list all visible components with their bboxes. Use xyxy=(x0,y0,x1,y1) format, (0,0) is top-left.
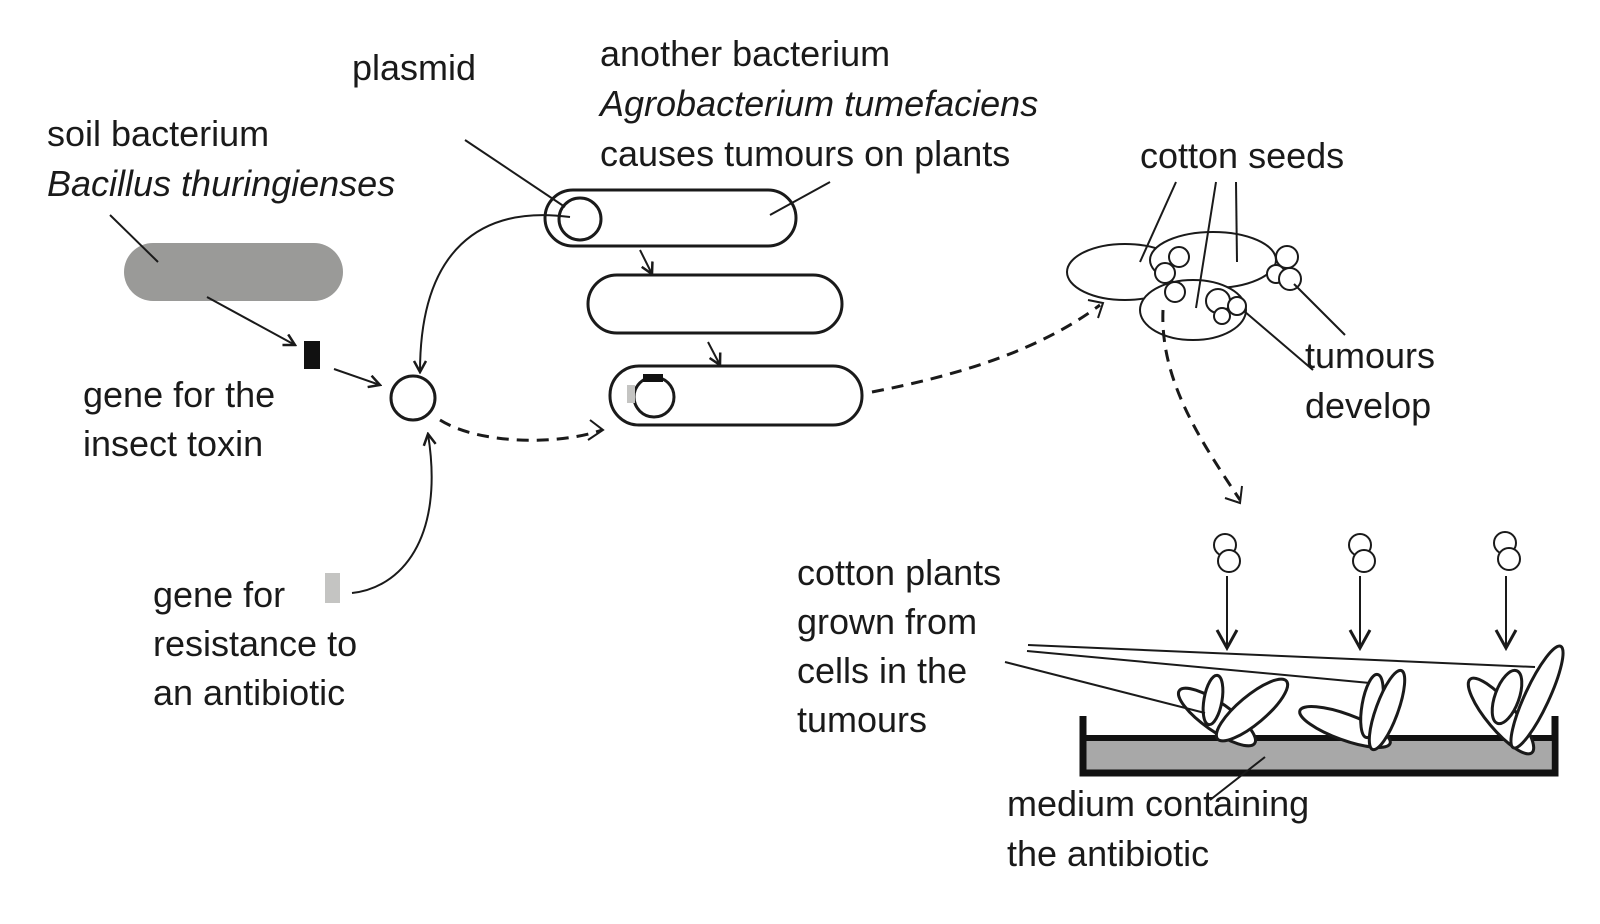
toxin-gene-block xyxy=(304,341,320,369)
label-cotton-plants-line1: cotton plants xyxy=(797,552,1001,593)
leader-another-bacterium xyxy=(769,181,831,216)
agrobacterium-plasmid xyxy=(557,196,603,242)
label-soil-bacterium-species: Bacillus thuringienses xyxy=(47,163,395,204)
resistance-gene-block xyxy=(325,573,340,603)
leader-plasmid xyxy=(464,139,566,208)
label-another-bacterium-species: Agrobacterium tumefaciens xyxy=(598,83,1038,124)
recombinant-plasmid xyxy=(632,375,676,419)
label-gene-resistance-line1: gene for xyxy=(153,574,285,615)
label-medium-line1: medium containing xyxy=(1007,783,1309,824)
label-tumours-develop-line1: tumours xyxy=(1305,335,1435,376)
leaders-cotton-seeds xyxy=(1139,181,1238,309)
cotton-plant-2 xyxy=(1298,668,1407,752)
label-tumours-develop: tumours develop xyxy=(1305,335,1435,426)
label-gene-resistance: gene for resistance to an antibiotic xyxy=(153,574,357,713)
dashed-arrow-plasmid-to-bacterium xyxy=(439,418,603,442)
agrobacterium-1 xyxy=(543,188,798,248)
arrow-toxin-gene-to-plasmid xyxy=(333,368,380,385)
dashed-arrow-seeds-to-plants xyxy=(1161,309,1242,501)
label-soil-bacterium-line1: soil bacterium xyxy=(47,113,269,154)
leader-soil-bacterium xyxy=(109,214,159,263)
arrows-cells-to-medium xyxy=(1215,576,1518,652)
recombinant-resistance-gene xyxy=(627,385,635,403)
label-plasmid: plasmid xyxy=(352,47,476,88)
cotton-seeds-cluster xyxy=(1066,231,1302,341)
label-another-bacterium-line1: another bacterium xyxy=(600,33,890,74)
label-gene-toxin: gene for the insect toxin xyxy=(83,374,275,464)
agrobacterium-recombinant xyxy=(608,364,864,427)
label-another-bacterium: another bacterium Agrobacterium tumefaci… xyxy=(598,33,1038,174)
dashed-arrowhead-1 xyxy=(587,419,605,441)
leader-medium xyxy=(1209,756,1266,801)
agrobacterium-2 xyxy=(586,273,844,335)
label-medium-line2: the antibiotic xyxy=(1007,833,1209,874)
label-tumours-develop-line2: develop xyxy=(1305,385,1431,426)
antibiotic-medium xyxy=(1083,738,1551,771)
arrow-resistance-gene-to-plasmid xyxy=(351,434,432,594)
label-gene-resistance-line2: resistance to xyxy=(153,623,357,664)
label-cotton-plants: cotton plants grown from cells in the tu… xyxy=(797,552,1001,740)
tumour-cell-groups xyxy=(1213,531,1521,573)
medium-tray xyxy=(1079,716,1559,777)
arrow-bacterium-1-to-2 xyxy=(639,249,652,274)
label-another-bacterium-line3: causes tumours on plants xyxy=(600,133,1010,174)
leaders-tumours xyxy=(1243,283,1346,371)
label-medium: medium containing the antibiotic xyxy=(1007,783,1309,874)
plasmid-circle xyxy=(389,374,437,422)
label-soil-bacterium: soil bacterium Bacillus thuringienses xyxy=(47,113,395,204)
label-gene-resistance-line3: an antibiotic xyxy=(153,672,345,713)
arrow-plasmid-extracted xyxy=(420,214,571,372)
label-gene-toxin-line1: gene for the xyxy=(83,374,275,415)
label-cotton-plants-line3: cells in the xyxy=(797,650,967,691)
dashed-arrowhead-2 xyxy=(1087,299,1105,319)
bacillus-bacterium-shape xyxy=(124,243,343,301)
cotton-plant-3 xyxy=(1466,644,1565,756)
tumour-circles xyxy=(1154,245,1302,325)
label-cotton-plants-line2: grown from xyxy=(797,601,977,642)
recombinant-toxin-gene xyxy=(643,374,663,382)
arrow-bacillus-to-gene xyxy=(206,296,295,345)
cotton-plant-1 xyxy=(1176,673,1290,748)
label-gene-toxin-line2: insect toxin xyxy=(83,423,263,464)
label-cotton-seeds: cotton seeds xyxy=(1140,135,1344,176)
dashed-arrowhead-3 xyxy=(1224,485,1243,505)
dashed-arrow-bacterium-to-seeds xyxy=(871,303,1101,394)
label-cotton-plants-line4: tumours xyxy=(797,699,927,740)
leaders-cotton-plants xyxy=(1004,644,1536,714)
arrow-bacterium-2-to-3 xyxy=(707,341,720,365)
